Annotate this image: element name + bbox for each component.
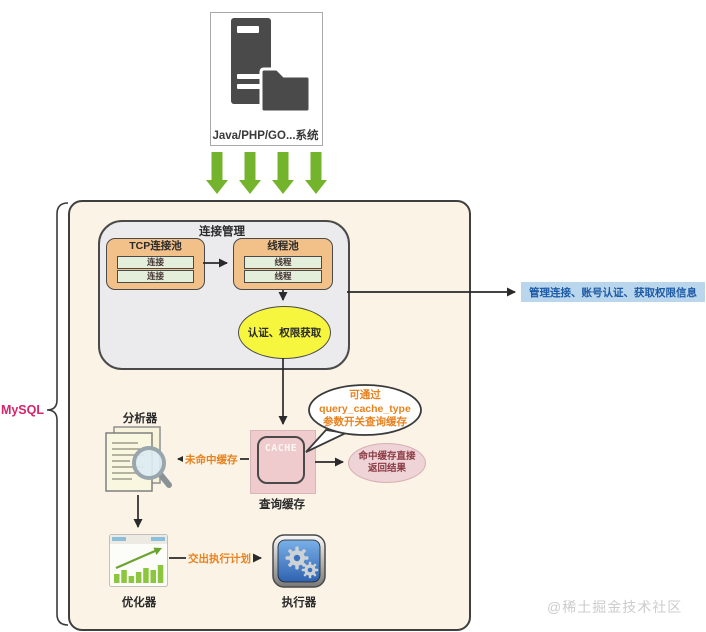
cache-hit-line2: 返回结果 [367, 463, 406, 474]
mysql-brace [46, 202, 69, 626]
watermark: @稀土掘金技术社区 [547, 599, 683, 615]
cache-inner-box: CACHE [257, 436, 305, 484]
tcp-pool-title: TCP连接池 [129, 240, 182, 252]
executor-label: 执行器 [281, 597, 317, 609]
optimizer-label: 优化器 [121, 597, 157, 609]
execution-plan-label: 交出执行计划 [186, 551, 253, 566]
auth-permission-ellipse: 认证、权限获取 [238, 306, 331, 359]
connection-management-title: 连接管理 [199, 226, 245, 238]
thread-slot: 线程 [244, 270, 322, 283]
connection-slot: 连接 [117, 255, 194, 269]
thread-pool: 线程池 线程 线程 [233, 238, 333, 290]
connection-management-note: 管理连接、账号认证、获取权限信息 [521, 282, 705, 302]
query-cache-label: 查询缓存 [259, 499, 305, 511]
analyzer-label: 分析器 [122, 413, 158, 425]
tcp-connection-pool: TCP连接池 连接 连接 [106, 238, 205, 290]
executor-gears-icon [272, 534, 326, 588]
cache-hit-line1: 命中缓存直接 [358, 451, 416, 462]
mysql-label: MySQL [0, 403, 44, 417]
bubble-line2: query_cache_type [319, 402, 411, 415]
analyzer-document-magnifier-icon [102, 426, 176, 496]
connection-slot: 连接 [117, 270, 194, 283]
application-system-label: Java/PHP/GO...系统 [212, 130, 319, 142]
bubble-line3: 参数开关查询缓存 [323, 416, 407, 428]
thread-slot: 线程 [244, 255, 322, 269]
server-system-icon [215, 16, 315, 120]
bubble-text: 可通过 query_cache_type 参数开关查询缓存 [311, 389, 419, 430]
bubble-line1: 可通过 [349, 389, 381, 401]
thread-pool-title: 线程池 [267, 240, 299, 252]
cache-hit-ellipse: 命中缓存直接 返回结果 [348, 443, 426, 483]
optimizer-chart-icon [109, 534, 169, 588]
cache-miss-label: 未命中缓存 [183, 452, 240, 467]
